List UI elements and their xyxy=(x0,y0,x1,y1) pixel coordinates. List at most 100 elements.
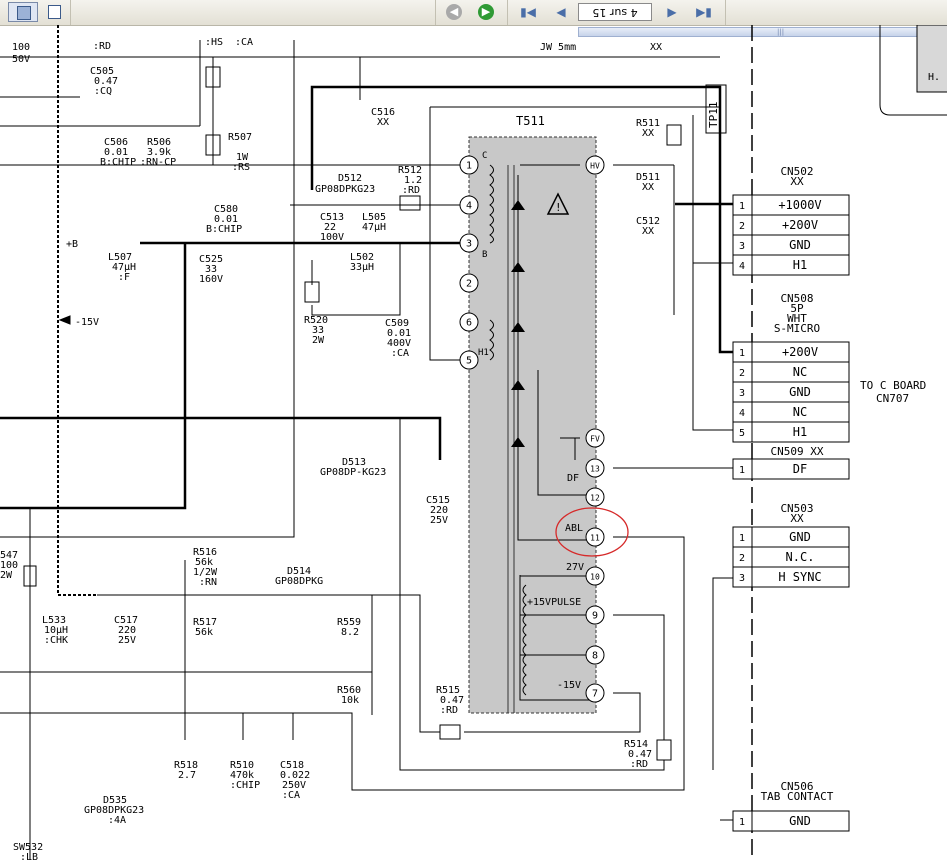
forward-icon[interactable]: ▶ xyxy=(478,4,494,20)
label: :RD xyxy=(93,41,111,52)
label: :CHIP xyxy=(230,780,260,791)
connector-signal: GND xyxy=(789,814,811,828)
label: R515 xyxy=(436,685,460,696)
scrollbar-grip-icon[interactable]: ||| xyxy=(777,28,785,36)
label: 220 xyxy=(430,505,448,516)
toolbar-separator xyxy=(435,0,436,25)
last-page-icon[interactable]: ▶▮ xyxy=(696,5,712,19)
label: :CA xyxy=(235,37,253,48)
heavy-wires xyxy=(0,85,733,510)
label: 400V xyxy=(387,338,411,349)
connector-title: WHT xyxy=(787,312,807,325)
label: C580 xyxy=(214,204,238,215)
connector-pin-number: 4 xyxy=(739,261,745,272)
minus15v-dashed-line xyxy=(57,25,97,596)
label: D513 xyxy=(342,457,366,468)
toolbar-separator xyxy=(507,0,508,25)
warning-mark: ! xyxy=(555,201,562,214)
svg-text:10: 10 xyxy=(590,573,600,582)
transformer-body xyxy=(468,136,597,714)
label: R514 xyxy=(624,739,648,750)
label: :4A xyxy=(108,815,126,826)
layout-icon[interactable] xyxy=(8,2,38,22)
transformer-pin: 11 xyxy=(585,527,605,547)
warning-icon xyxy=(546,192,570,215)
label: 100V xyxy=(320,232,344,243)
resistor-boxes xyxy=(23,66,682,761)
label: :RD xyxy=(402,185,420,196)
label: :LB xyxy=(20,852,38,863)
label: XX xyxy=(650,42,662,53)
label: R512 xyxy=(398,165,422,176)
label: L507 xyxy=(108,252,132,263)
connector-pin-number: 2 xyxy=(739,221,745,232)
connector-title: XX xyxy=(790,512,804,525)
label: 160V xyxy=(199,274,223,285)
label: 100 xyxy=(12,42,30,53)
label: :RN-CP xyxy=(140,157,176,168)
transformer-pin: HV xyxy=(585,155,605,175)
connector-signal: N.C. xyxy=(786,550,815,564)
connector-pin-number: 3 xyxy=(739,241,745,252)
component-labels: 100 50V :RD :HS :CA C505 0.47 :CQ C506 0… xyxy=(0,37,662,863)
svg-text:5: 5 xyxy=(466,356,472,367)
partial-component-box xyxy=(916,25,947,93)
label: 47µH xyxy=(362,222,386,233)
label: 3.9k xyxy=(147,147,171,158)
label: D511 xyxy=(636,172,660,183)
previous-page-icon[interactable]: ◀ xyxy=(556,5,566,19)
label: D535 xyxy=(103,795,127,806)
label: R520 xyxy=(304,315,328,326)
label: B:CHIP xyxy=(206,224,242,235)
label: 0.01 xyxy=(104,147,128,158)
connector-title: CN509 XX xyxy=(771,445,824,458)
label: :CA xyxy=(391,348,409,359)
transformer-pin: 13 xyxy=(585,458,605,478)
page-number-input[interactable]: 4 sur 15 xyxy=(578,3,652,21)
partial-label: H. xyxy=(928,72,940,83)
pin-note-h1: H1 xyxy=(478,348,489,358)
label: B:CHIP xyxy=(100,157,136,168)
label: 0.47 xyxy=(628,749,652,760)
single-page-icon[interactable] xyxy=(46,2,62,22)
partial-frame xyxy=(879,25,947,116)
test-point-label: TP11 xyxy=(707,102,720,129)
svg-text:FV: FV xyxy=(590,435,600,444)
label: :CQ xyxy=(94,86,112,97)
label: C518 xyxy=(280,760,304,771)
connector-pin-number: 1 xyxy=(739,533,745,544)
transformer-label: T511 xyxy=(516,114,545,128)
connector-signal: H1 xyxy=(793,425,807,439)
connector-title: CN503 xyxy=(780,502,813,515)
label: D512 xyxy=(338,173,362,184)
label: 8.2 xyxy=(341,627,359,638)
back-icon[interactable]: ◀ xyxy=(446,4,462,20)
label: C513 xyxy=(320,212,344,223)
svg-text:4: 4 xyxy=(466,201,472,212)
label: R506 xyxy=(147,137,171,148)
thin-wires xyxy=(0,40,733,860)
transformer-pin: 7 xyxy=(585,683,605,703)
transformer-pin: 1 xyxy=(459,155,479,175)
label: R518 xyxy=(174,760,198,771)
connector-pin-number: 3 xyxy=(739,573,745,584)
connector-signal: NC xyxy=(793,405,807,419)
svg-text:7: 7 xyxy=(592,689,598,700)
label: C525 xyxy=(199,254,223,265)
pin-note-abl: ABL xyxy=(565,523,583,534)
connector-signal: +1000V xyxy=(778,198,821,212)
label: 2W xyxy=(0,570,13,581)
next-page-icon[interactable]: ▶ xyxy=(667,5,677,19)
label: 10µH xyxy=(44,625,68,636)
label: R511 xyxy=(636,118,660,129)
first-page-icon[interactable]: ▮◀ xyxy=(520,5,536,19)
svg-text:6: 6 xyxy=(466,318,472,329)
label: 2W xyxy=(312,335,325,346)
label: C517 xyxy=(114,615,138,626)
label: 1.2 xyxy=(404,175,422,186)
label: +B xyxy=(66,239,78,250)
connector-pin-number: 1 xyxy=(739,201,745,212)
transformer-core xyxy=(507,165,515,713)
